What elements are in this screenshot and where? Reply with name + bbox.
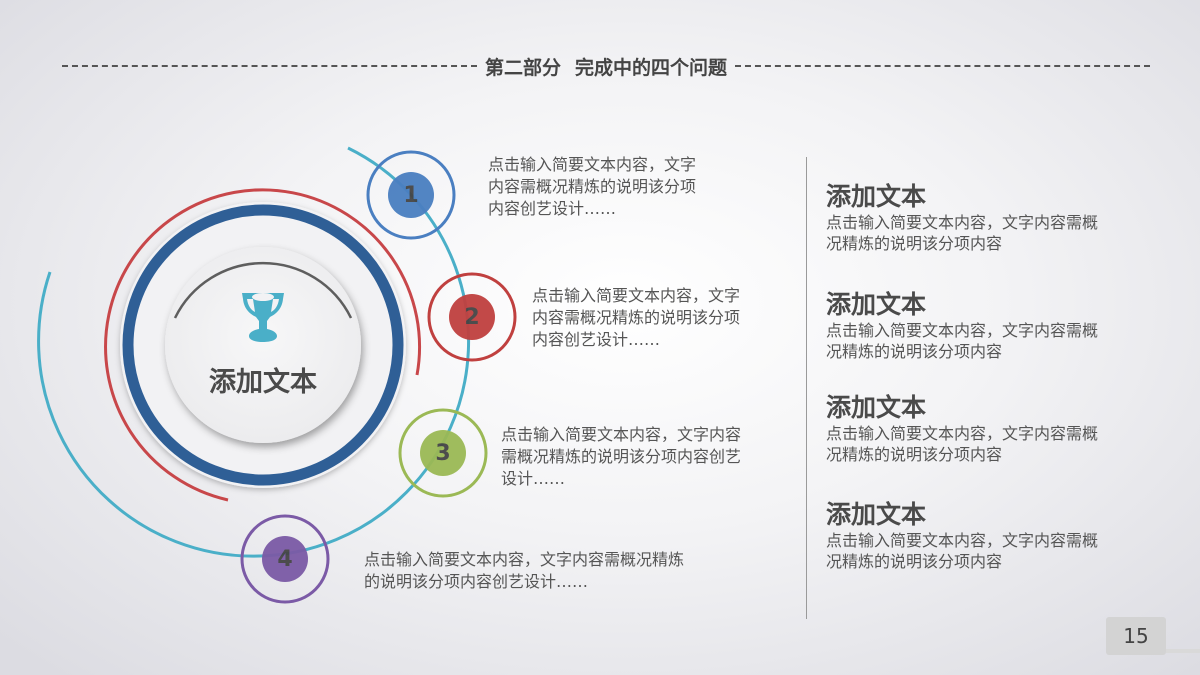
step-3-line: 点击输入简要文本内容，文字内容 xyxy=(501,425,742,444)
vertical-divider xyxy=(806,157,807,619)
step-1-line: 内容创艺设计…… xyxy=(488,199,617,218)
side-item-line: 况精炼的说明该分项内容 xyxy=(826,552,1003,571)
section-label: 第二部分 xyxy=(484,56,561,79)
step-2-line: 内容需概况精炼的说明该分项 xyxy=(532,308,741,327)
side-item-line: 点击输入简要文本内容，文字内容需概 xyxy=(826,321,1099,340)
step-3-badge: 3 xyxy=(420,430,466,476)
step-3-line: 设计…… xyxy=(501,469,566,488)
step-2-line: 点击输入简要文本内容，文字 xyxy=(532,286,741,305)
step-4-ring xyxy=(240,514,330,604)
section-title: 第二部分完成中的四个问题 xyxy=(477,53,735,80)
step-3-ring xyxy=(398,408,488,498)
side-item-heading: 添加文本 xyxy=(826,500,927,529)
section-heading: 完成中的四个问题 xyxy=(575,56,728,79)
side-item-heading: 添加文本 xyxy=(826,182,927,211)
side-item-heading: 添加文本 xyxy=(826,290,927,319)
side-item-line: 点击输入简要文本内容，文字内容需概 xyxy=(826,213,1099,232)
side-item-line: 况精炼的说明该分项内容 xyxy=(826,234,1003,253)
dashed-divider-left xyxy=(62,65,477,67)
step-1-line: 内容需概况精炼的说明该分项 xyxy=(488,177,697,196)
step-4-line: 的说明该分项内容创艺设计…… xyxy=(364,572,589,591)
step-1-badge: 1 xyxy=(388,172,434,218)
step-3-text[interactable]: 点击输入简要文本内容，文字内容 需概况精炼的说明该分项内容创艺 设计…… xyxy=(501,424,741,490)
step-2-text[interactable]: 点击输入简要文本内容，文字 内容需概况精炼的说明该分项 内容创艺设计…… xyxy=(532,285,740,351)
side-item-heading: 添加文本 xyxy=(826,393,927,422)
step-4-text[interactable]: 点击输入简要文本内容，文字内容需概况精炼 的说明该分项内容创艺设计…… xyxy=(364,549,684,593)
blue-ring xyxy=(122,204,404,486)
inner-circle xyxy=(165,247,361,443)
side-item-line: 点击输入简要文本内容，文字内容需概 xyxy=(826,531,1099,550)
teal-arc xyxy=(37,146,471,558)
step-1-ring xyxy=(366,150,456,240)
section-title-row: 第二部分完成中的四个问题 xyxy=(62,52,1150,80)
step-2-badge: 2 xyxy=(449,294,495,340)
red-arc xyxy=(104,188,422,502)
center-label: 添加文本 xyxy=(209,367,317,398)
step-1-text[interactable]: 点击输入简要文本内容，文字 内容需概况精炼的说明该分项 内容创艺设计…… xyxy=(488,154,696,220)
side-item-line: 况精炼的说明该分项内容 xyxy=(826,342,1003,361)
side-item-1[interactable]: 添加文本 点击输入简要文本内容，文字内容需概 况精炼的说明该分项内容 xyxy=(826,182,1156,254)
step-2-line: 内容创艺设计…… xyxy=(532,330,661,349)
step-2-ring xyxy=(427,272,517,362)
side-item-4[interactable]: 添加文本 点击输入简要文本内容，文字内容需概 况精炼的说明该分项内容 xyxy=(826,500,1156,572)
step-3-line: 需概况精炼的说明该分项内容创艺 xyxy=(501,447,742,466)
side-item-2[interactable]: 添加文本 点击输入简要文本内容，文字内容需概 况精炼的说明该分项内容 xyxy=(826,290,1156,362)
page-number-bar xyxy=(1166,649,1200,653)
trophy-icon xyxy=(242,293,284,342)
side-item-line: 况精炼的说明该分项内容 xyxy=(826,445,1003,464)
step-4-line: 点击输入简要文本内容，文字内容需概况精炼 xyxy=(364,550,685,569)
side-item-line: 点击输入简要文本内容，文字内容需概 xyxy=(826,424,1099,443)
side-item-3[interactable]: 添加文本 点击输入简要文本内容，文字内容需概 况精炼的说明该分项内容 xyxy=(826,393,1156,465)
dashed-divider-right xyxy=(735,65,1150,67)
page-number: 15 xyxy=(1106,617,1166,655)
step-1-line: 点击输入简要文本内容，文字 xyxy=(488,155,697,174)
step-4-badge: 4 xyxy=(262,536,308,582)
